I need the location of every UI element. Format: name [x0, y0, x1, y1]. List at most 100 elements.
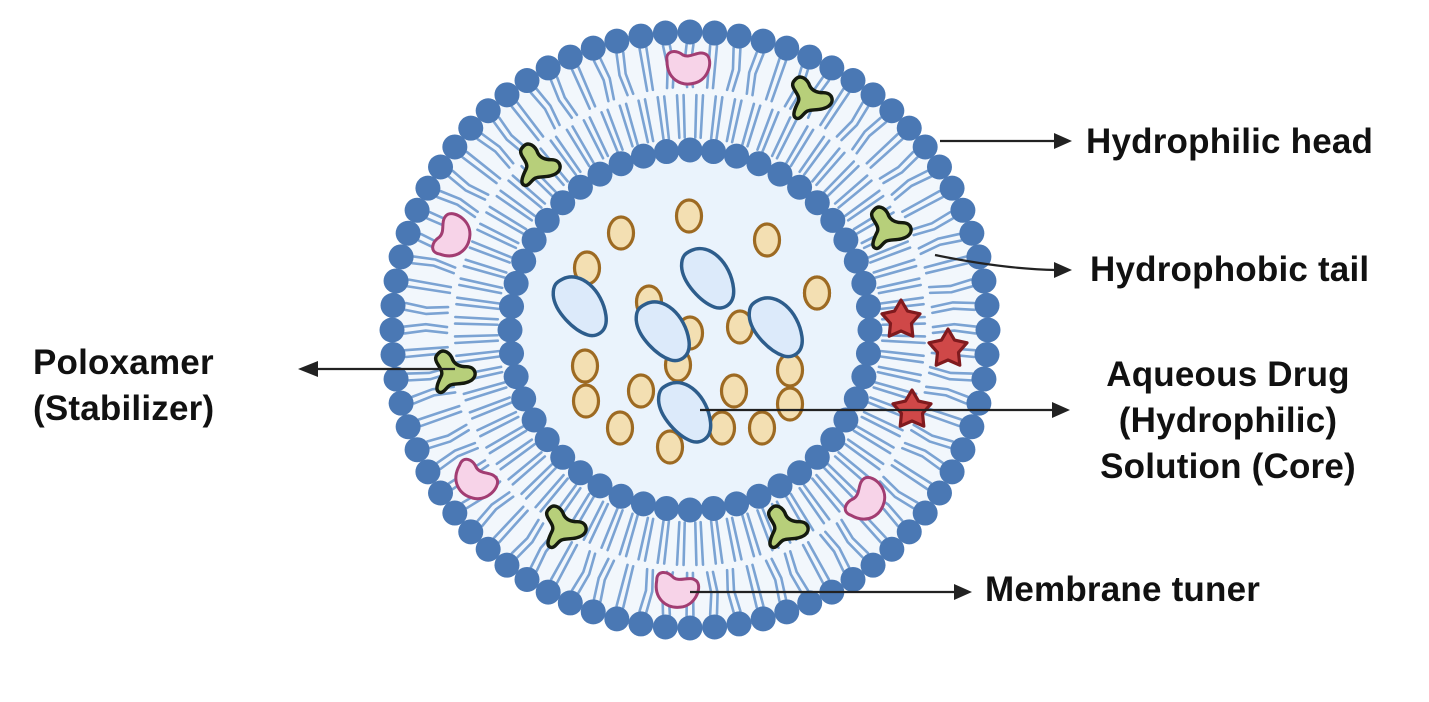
hydrophobic-tail [645, 46, 655, 92]
hydrophobic-tail [901, 189, 941, 214]
hydrophilic-head [896, 115, 922, 141]
hydrophilic-drug-particle [802, 275, 832, 311]
hydrophobic-tail [731, 567, 742, 613]
hydrophilic-drug-particle [775, 386, 805, 422]
hydrophilic-head [587, 473, 613, 499]
hydrophilic-drug-particle [571, 383, 601, 419]
arrow-hydrophilic-head-head [1054, 133, 1072, 149]
label-aqueous-core: Aqueous Drug (Hydrophilic) Solution (Cor… [1083, 352, 1373, 490]
hydrophilic-head [787, 460, 813, 486]
hydrophilic-head [475, 98, 501, 124]
hydrophobic-tail [606, 508, 624, 552]
hydrophobic-tail [570, 68, 592, 110]
hydrophobic-tail [709, 520, 718, 565]
hydrophobic-tail [815, 151, 846, 187]
hydrophobic-tail [811, 477, 841, 513]
hydrophilic-head [604, 606, 630, 632]
hydrophobic-tail [931, 322, 977, 329]
hydrophobic-tail [835, 101, 864, 138]
poloxamer [544, 504, 588, 550]
hydrophilic-head [567, 174, 593, 200]
hydrophobic-tail [499, 189, 537, 218]
membrane-tuner [843, 476, 887, 521]
hydrophobic-tail [865, 132, 900, 165]
hydrophobic-tail [411, 261, 456, 275]
hydrophobic-tail [492, 120, 525, 155]
hydrophilic-head [550, 444, 576, 470]
hydrophilic-drug-particle [752, 222, 782, 258]
hydrophilic-head [395, 220, 421, 246]
hydrophilic-head [860, 82, 886, 108]
hydrophobic-tail [435, 195, 477, 219]
hydrophilic-head [975, 317, 1001, 343]
hydrophilic-head [896, 519, 922, 545]
hydrophilic-head [700, 495, 726, 521]
hydrophilic-head [974, 342, 1000, 368]
label-hydrophobic-tail: Hydrophobic tail [1090, 247, 1369, 293]
hydrophobic-tail [656, 519, 665, 565]
hydrophobic-tail [488, 429, 528, 455]
hydrophobic-tail [638, 47, 649, 93]
hydrophobic-tail [425, 423, 468, 443]
hydrophobic-tail [751, 563, 765, 608]
hydrophilic-head [404, 437, 430, 463]
hydrophobic-tail [520, 462, 554, 496]
hydrophobic-tail [428, 428, 470, 450]
arrow-aqueous-core-head [1052, 402, 1070, 418]
hydrophobic-tail [417, 404, 461, 421]
hydrophobic-tail [624, 513, 639, 558]
hydrophobic-tail [715, 519, 724, 565]
hydrophilic-head [726, 23, 752, 49]
hydrophilic-head [879, 98, 905, 124]
hydrophilic-head [383, 268, 409, 294]
hydrophobic-tail [878, 150, 915, 180]
hydrophilic-head [843, 248, 869, 274]
hydrophilic-drug-particle [655, 429, 685, 465]
hydrophilic-head [724, 143, 750, 169]
hydrophilic-head [726, 611, 752, 637]
hydrophobic-tail [403, 322, 449, 329]
hydrophobic-tail [682, 521, 687, 567]
label-line: Poloxamer [33, 343, 214, 382]
hydrophobic-tail [495, 194, 534, 222]
hydrophobic-tail [479, 222, 520, 245]
poloxamer [790, 75, 834, 121]
hydrophilic-head [750, 28, 776, 54]
hydrophilic-head [511, 248, 537, 274]
hydrophobic-tail [931, 329, 977, 335]
hydrophilic-head [475, 536, 501, 562]
hydrophobic-tail [862, 410, 904, 432]
hydrophobic-drug [880, 298, 922, 338]
hydrophobic-tail [499, 442, 537, 471]
membrane-inclusions [431, 50, 969, 609]
hydrophilic-head [608, 483, 634, 509]
membrane-tuner [431, 212, 472, 258]
hydrophobic-tail [788, 550, 810, 592]
hydrophobic-tail [645, 568, 655, 614]
hydrophobic-tail [833, 174, 869, 205]
hydrophilic-head [379, 317, 405, 343]
hydrophilic-head [499, 340, 525, 366]
hydrophobic-tail [802, 483, 831, 521]
hydrophobic-tail [761, 110, 780, 153]
hydrophobic-tail [789, 128, 815, 168]
arrow-membrane-tuner-head [954, 584, 972, 600]
hydrophobic-tail [819, 87, 845, 127]
hydrophobic-tail [488, 205, 528, 231]
hydrophilic-head [383, 366, 409, 392]
hydrophobic-tail [855, 120, 888, 155]
hydrophobic-tail [615, 563, 629, 608]
hydrophobic-tail [439, 446, 479, 471]
hydrophobic-tail [510, 105, 540, 142]
hydrophobic-tail [592, 557, 610, 601]
hydrophilic-head [380, 292, 406, 318]
label-membrane-tuner: Membrane tuner [985, 567, 1260, 613]
hydrophobic-tail [912, 217, 955, 237]
hydrophobic-tail [846, 438, 885, 466]
hydrophobic-tail [715, 95, 724, 141]
hydrophobic-tail [910, 210, 952, 232]
hydrophobic-tail [879, 355, 925, 364]
hydrophobic-tail [917, 410, 961, 428]
hydrophilic-head [677, 19, 703, 45]
hydrophobic-tail [798, 486, 826, 525]
